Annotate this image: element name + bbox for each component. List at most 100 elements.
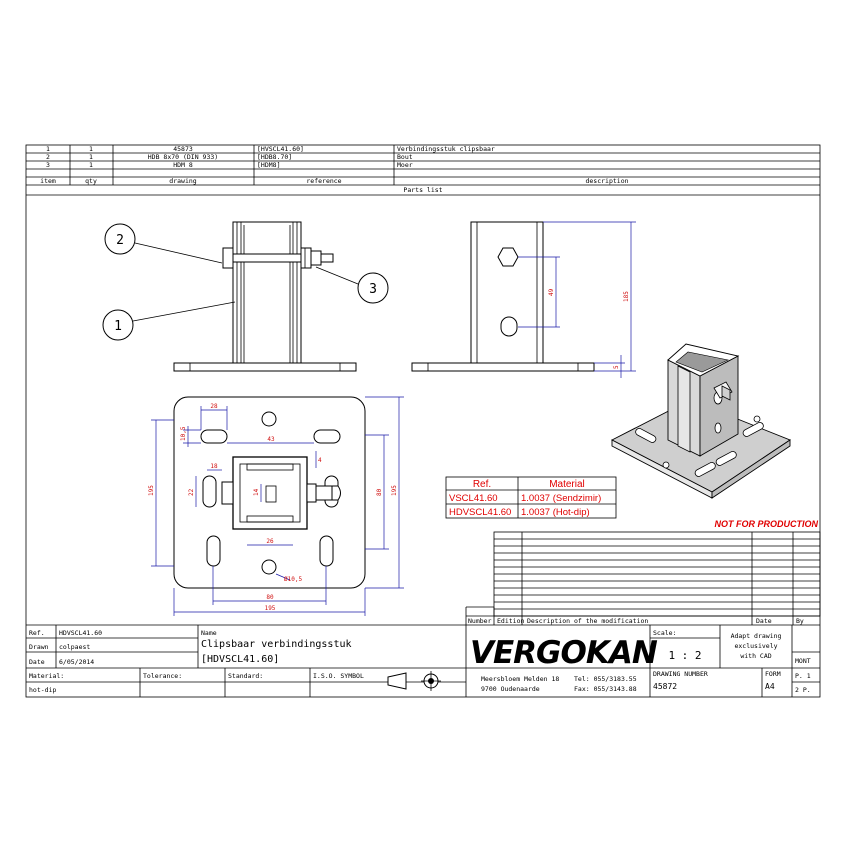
balloon-1: 1 [102, 301, 236, 341]
dim-5: 5 [613, 365, 620, 369]
drawing-number: 45872 [653, 682, 677, 691]
parts-row-3-drawing: HDM 8 [173, 161, 193, 169]
svg-text:2: 2 [116, 233, 124, 248]
parts-row-1-item: 1 [46, 145, 50, 153]
dim-195-right: 195 [391, 485, 398, 496]
dim-43: 43 [267, 436, 275, 443]
drawn-value: colpaest [59, 643, 90, 651]
parts-row-2-reference: [HDB8.70] [257, 153, 292, 161]
parts-row-3-reference: [HDM8] [257, 161, 280, 169]
drawing-title: Clipsbaar verbindingsstuk [201, 639, 352, 650]
parts-row-1-drawing: 45873 [173, 145, 193, 153]
dim-26: 26 [266, 538, 274, 545]
dim-80-bottom: 80 [266, 594, 274, 601]
material-value: hot-dip [29, 686, 56, 694]
parts-header-drawing: drawing [169, 177, 196, 185]
material-row-2-material: 1.0037 (Hot-dip) [521, 507, 590, 518]
dim-10-5: 10,5 [180, 426, 187, 441]
svg-text:MONT: MONT [795, 657, 811, 665]
dim-49: 49 [548, 288, 555, 296]
parts-header-reference: reference [306, 177, 341, 185]
parts-header-description: description [585, 177, 628, 185]
svg-text:Standard:: Standard: [228, 672, 263, 680]
svg-text:Name: Name [201, 629, 217, 637]
vergokan-logo: VERGOKAN [470, 635, 658, 671]
svg-text:DRAWING NUMBER: DRAWING NUMBER [653, 670, 708, 678]
form-size: A4 [765, 682, 775, 691]
revision-header-number: Number [468, 617, 492, 625]
svg-text:I.S.O. SYMBOL: I.S.O. SYMBOL [313, 672, 364, 680]
address-line-1: Meersbloem Melden 18 [481, 675, 559, 683]
svg-text:exclusively: exclusively [734, 642, 777, 650]
revision-header-edition: Edition [497, 617, 524, 625]
material-table: Ref. Material VSCL41.60 1.0037 (Sendzimi… [445, 476, 617, 519]
svg-text:P. 1: P. 1 [795, 672, 811, 680]
parts-row-1-description: Verbindingsstuk clipsbaar [397, 145, 495, 153]
parts-row-1-reference: [HVSCL41.60] [257, 145, 304, 153]
address-line-2: 9700 Oudenaarde [481, 685, 540, 693]
parts-header-qty: qty [85, 177, 97, 185]
svg-text:Ref.: Ref. [29, 629, 45, 637]
date-value: 6/05/2014 [59, 658, 94, 666]
side-dimensions: 49 185 5 [518, 221, 636, 378]
iso-projection-icon [387, 671, 441, 691]
front-view [173, 221, 357, 372]
svg-text:with CAD: with CAD [740, 652, 771, 660]
fax: Fax: 055/3143.88 [574, 685, 637, 693]
svg-text:3: 3 [369, 282, 377, 297]
dim-195-left: 195 [148, 485, 155, 496]
dim-22: 22 [188, 488, 195, 496]
parts-row-2-qty: 1 [89, 153, 93, 161]
revision-header-by: By [796, 617, 804, 625]
dim-185: 185 [623, 291, 630, 302]
parts-list-title: Parts list [403, 186, 442, 194]
dim-14: 14 [253, 488, 260, 496]
parts-row-2-item: 2 [46, 153, 50, 161]
parts-row-3-qty: 1 [89, 161, 93, 169]
svg-text:Date: Date [29, 658, 45, 666]
svg-text:Adapt drawing: Adapt drawing [731, 632, 782, 640]
material-row-1-ref: VSCL41.60 [449, 493, 498, 504]
svg-text:Drawn: Drawn [29, 643, 49, 651]
parts-row-3-item: 3 [46, 161, 50, 169]
balloon-3: 3 [315, 266, 389, 304]
revision-header-description: Description of the modification [527, 617, 648, 625]
dim-4: 4 [318, 457, 322, 464]
top-view [173, 396, 366, 589]
dim-18: 18 [210, 463, 218, 470]
scale-value: 1 : 2 [668, 649, 701, 662]
material-header-ref: Ref. [473, 479, 491, 490]
revision-table: Number Edition Description of the modifi… [465, 531, 821, 697]
dim-dia-10-5: Ø10,5 [284, 576, 302, 583]
title-block: Ref. HDVSCL41.60 Drawn colpaest Date 6/0… [26, 624, 820, 697]
top-view-dimensions: 28 10,5 43 18 4 22 14 26 Ø10,5 80 195 19… [148, 396, 404, 616]
material-row-2-ref: HDVSCL41.60 [449, 507, 511, 518]
parts-row-2-description: Bout [397, 153, 413, 161]
dim-195-bottom: 195 [265, 605, 276, 612]
drawing-title-ref: [HDVSCL41.60] [201, 654, 279, 665]
svg-text:2 P.: 2 P. [795, 686, 811, 694]
parts-row-2-drawing: HDB 8x70 (DIN 933) [148, 153, 218, 161]
svg-text:Scale:: Scale: [653, 629, 676, 637]
svg-text:1: 1 [114, 319, 122, 334]
parts-list: 1 1 45873 [HVSCL41.60] Verbindingsstuk c… [26, 145, 820, 196]
side-view [411, 221, 595, 372]
not-for-production-stamp: NOT FOR PRODUCTION [715, 519, 819, 529]
phone: Tel: 055/3183.55 [574, 675, 637, 683]
material-row-1-material: 1.0037 (Sendzimir) [521, 493, 601, 504]
parts-row-1-qty: 1 [89, 145, 93, 153]
svg-text:Tolerance:: Tolerance: [143, 672, 182, 680]
revision-header-date: Date [756, 617, 772, 625]
balloon-2: 2 [104, 223, 223, 264]
parts-header-item: item [40, 177, 56, 185]
ref-value: HDVSCL41.60 [59, 629, 102, 637]
sheet-border [25, 144, 821, 698]
parts-row-3-description: Moer [397, 161, 413, 169]
svg-text:FORM: FORM [765, 670, 781, 678]
material-header-material: Material [549, 479, 585, 490]
dim-80-right: 80 [376, 488, 383, 496]
dim-28: 28 [210, 403, 218, 410]
svg-text:Material:: Material: [29, 672, 64, 680]
isometric-view [611, 343, 791, 499]
